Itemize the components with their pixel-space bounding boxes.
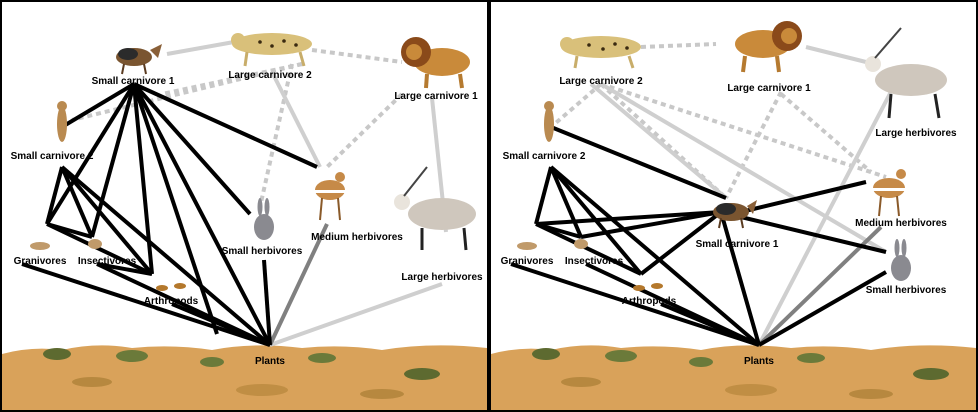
label-insectivores: Insectivores (78, 256, 137, 267)
springbok-icon (873, 169, 906, 217)
leopard-icon (560, 36, 641, 69)
arthropod-icon (633, 283, 663, 291)
dotted-links (71, 48, 404, 208)
label-large-carnivore-2: Large carnivore 2 (559, 76, 643, 87)
rabbit-icon (891, 239, 911, 281)
oryx-icon (394, 166, 476, 251)
label-large-herbivores: Large herbivores (401, 272, 483, 283)
dotted-links (549, 42, 887, 200)
label-granivores: Granivores (14, 256, 67, 267)
label-small-herbivores: Small herbivores (222, 246, 303, 257)
label-large-carnivore-1: Large carnivore 1 (727, 83, 811, 94)
label-small-carnivore-1: Small carnivore 1 (92, 76, 175, 87)
meerkat-icon (57, 101, 67, 142)
label-small-carnivore-2: Small carnivore 2 (11, 151, 94, 162)
meerkat-icon (544, 101, 554, 142)
left-food-web-panel: Small carnivore 1 Large carnivore 2 Larg… (0, 0, 489, 412)
label-large-carnivore-2: Large carnivore 2 (228, 70, 312, 81)
label-medium-herbivores: Medium herbivores (311, 232, 403, 243)
label-plants: Plants (255, 356, 285, 367)
label-medium-herbivores: Medium herbivores (855, 218, 947, 229)
oryx-icon (865, 27, 947, 119)
label-arthropods: Arthropods (144, 296, 199, 307)
medium-link (268, 223, 329, 346)
label-insectivores: Insectivores (565, 256, 624, 267)
label-small-carnivore-2: Small carnivore 2 (503, 151, 586, 162)
strong-links (21, 82, 318, 347)
jackal-icon (116, 44, 162, 75)
weak-links (589, 45, 898, 346)
jackal-icon (713, 200, 757, 229)
right-food-web-diagram: Large carnivore 2 Large carnivore 1 Larg… (491, 21, 976, 410)
desert-ground (2, 345, 487, 410)
label-small-carnivore-1: Small carnivore 1 (696, 239, 779, 250)
leopard-icon (231, 33, 312, 67)
label-large-carnivore-1: Large carnivore 1 (394, 91, 478, 102)
lion-icon (735, 21, 802, 73)
springbok-icon (315, 172, 345, 221)
left-food-web-diagram: Small carnivore 1 Large carnivore 2 Larg… (2, 33, 487, 410)
strong-links (510, 125, 887, 347)
label-arthropods: Arthropods (622, 296, 677, 307)
lion-icon (401, 37, 470, 89)
rodent-icon (30, 239, 102, 250)
rabbit-icon (254, 198, 274, 240)
label-plants: Plants (744, 356, 774, 367)
rodent-icon (517, 239, 588, 250)
label-small-herbivores: Small herbivores (866, 285, 947, 296)
desert-ground (491, 345, 976, 410)
weak-links (166, 40, 448, 347)
arthropod-icon (156, 283, 186, 291)
label-large-herbivores: Large herbivores (875, 128, 957, 139)
label-granivores: Granivores (501, 256, 554, 267)
right-food-web-panel: Large carnivore 2 Large carnivore 1 Larg… (489, 0, 978, 412)
